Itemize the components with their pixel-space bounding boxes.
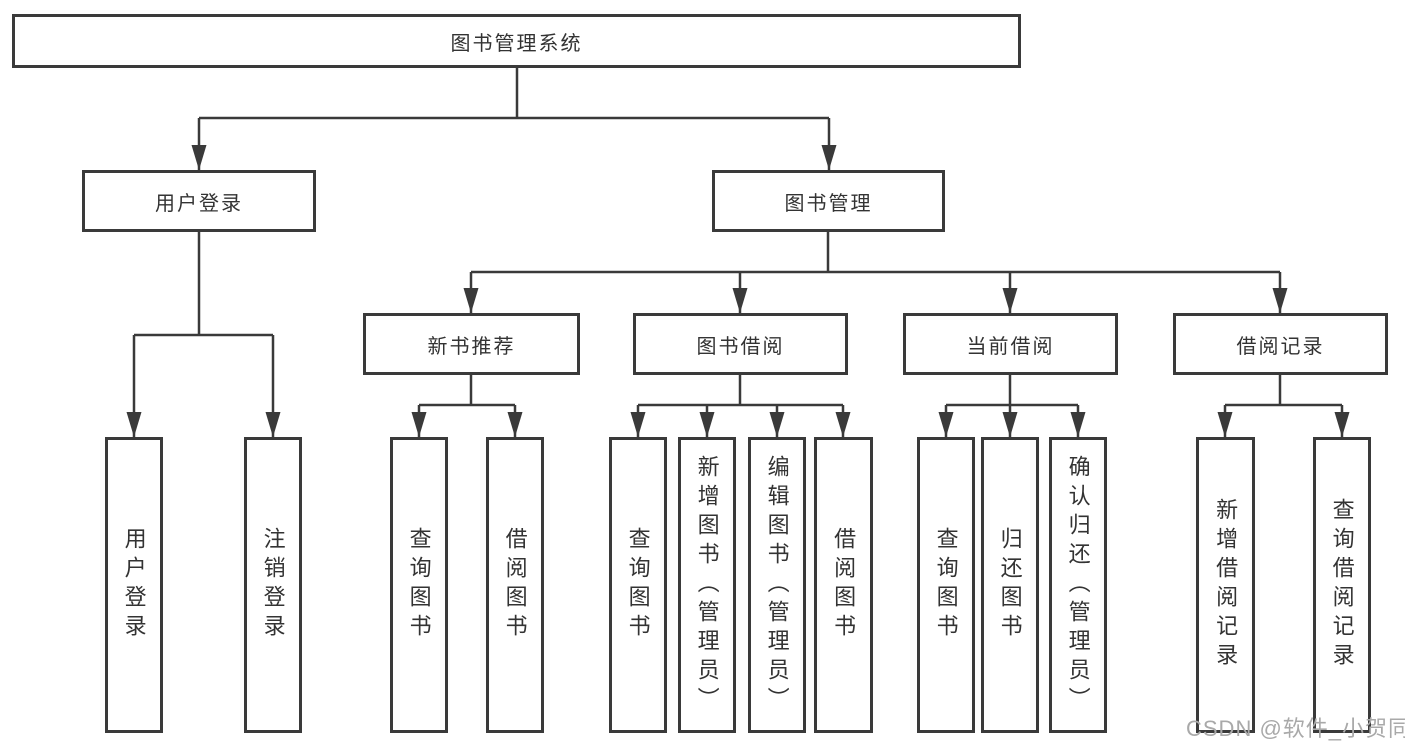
node-root: 图书管理系统 bbox=[12, 14, 1021, 68]
edge-root-to-level2 bbox=[197, 68, 831, 170]
leaf-query-books-recommend: 查询图书 bbox=[390, 437, 448, 733]
node-book-mgmt: 图书管理 bbox=[712, 170, 945, 232]
leaf-borrow-books: 借阅图书 bbox=[814, 437, 873, 733]
edge-book-borrow-children bbox=[636, 375, 845, 437]
leaf-return-books: 归还图书 bbox=[981, 437, 1039, 733]
csdn-watermark: CSDN @软件_小贺同学 bbox=[1186, 716, 1405, 741]
node-new-book-rec: 新书推荐 bbox=[363, 313, 580, 375]
leaf-logout: 注销登录 bbox=[244, 437, 302, 733]
leaf-confirm-return-admin: 确认归还（管理员） bbox=[1049, 437, 1107, 733]
leaf-query-books-current: 查询图书 bbox=[917, 437, 975, 733]
edge-new-book-rec-children bbox=[417, 375, 517, 437]
leaf-borrow-books-recommend: 借阅图书 bbox=[486, 437, 544, 733]
leaf-query-borrow-record: 查询借阅记录 bbox=[1313, 437, 1371, 733]
leaf-edit-books-admin: 编辑图书（管理员） bbox=[748, 437, 806, 733]
node-user-login: 用户登录 bbox=[82, 170, 316, 232]
leaf-add-borrow-record: 新增借阅记录 bbox=[1196, 437, 1255, 733]
node-book-borrow: 图书借阅 bbox=[633, 313, 848, 375]
edge-user-login-children bbox=[132, 232, 275, 437]
leaf-user-login: 用户登录 bbox=[105, 437, 163, 733]
leaf-add-books-admin: 新增图书（管理员） bbox=[678, 437, 736, 733]
node-current-borrow: 当前借阅 bbox=[903, 313, 1118, 375]
node-borrow-records: 借阅记录 bbox=[1173, 313, 1388, 375]
arrowheads bbox=[126, 145, 1350, 437]
edge-book-mgmt-children bbox=[469, 232, 1282, 313]
edge-borrow-records-children bbox=[1223, 375, 1344, 437]
leaf-query-books-borrow: 查询图书 bbox=[609, 437, 667, 733]
